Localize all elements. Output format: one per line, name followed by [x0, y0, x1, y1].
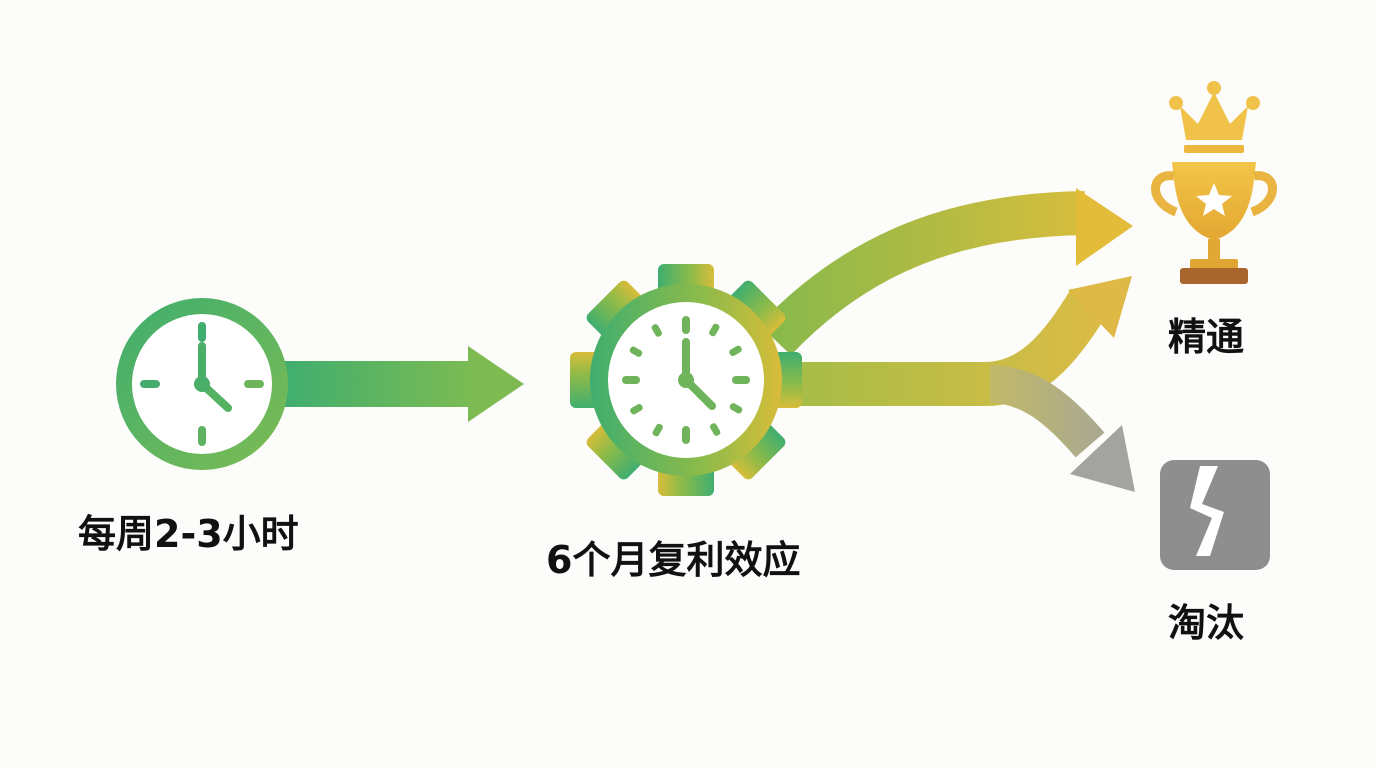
- eliminated-label: 淘汰: [1168, 601, 1245, 645]
- weekly-time-label: 每周2-3小时: [78, 512, 299, 556]
- clock-icon: [116, 298, 288, 470]
- mastery-label: 精通: [1168, 315, 1245, 359]
- arrow-to-eliminated: [989, 365, 1135, 492]
- trophy-crown-icon: [1151, 81, 1277, 284]
- broken-tile-icon: [1160, 460, 1270, 570]
- arrow-to-mastery-upper: [759, 188, 1133, 356]
- compound-effect-label: 6个月复利效应: [546, 538, 801, 582]
- gear-clock-icon: [570, 264, 802, 496]
- arrow-clock-to-gear: [282, 346, 524, 422]
